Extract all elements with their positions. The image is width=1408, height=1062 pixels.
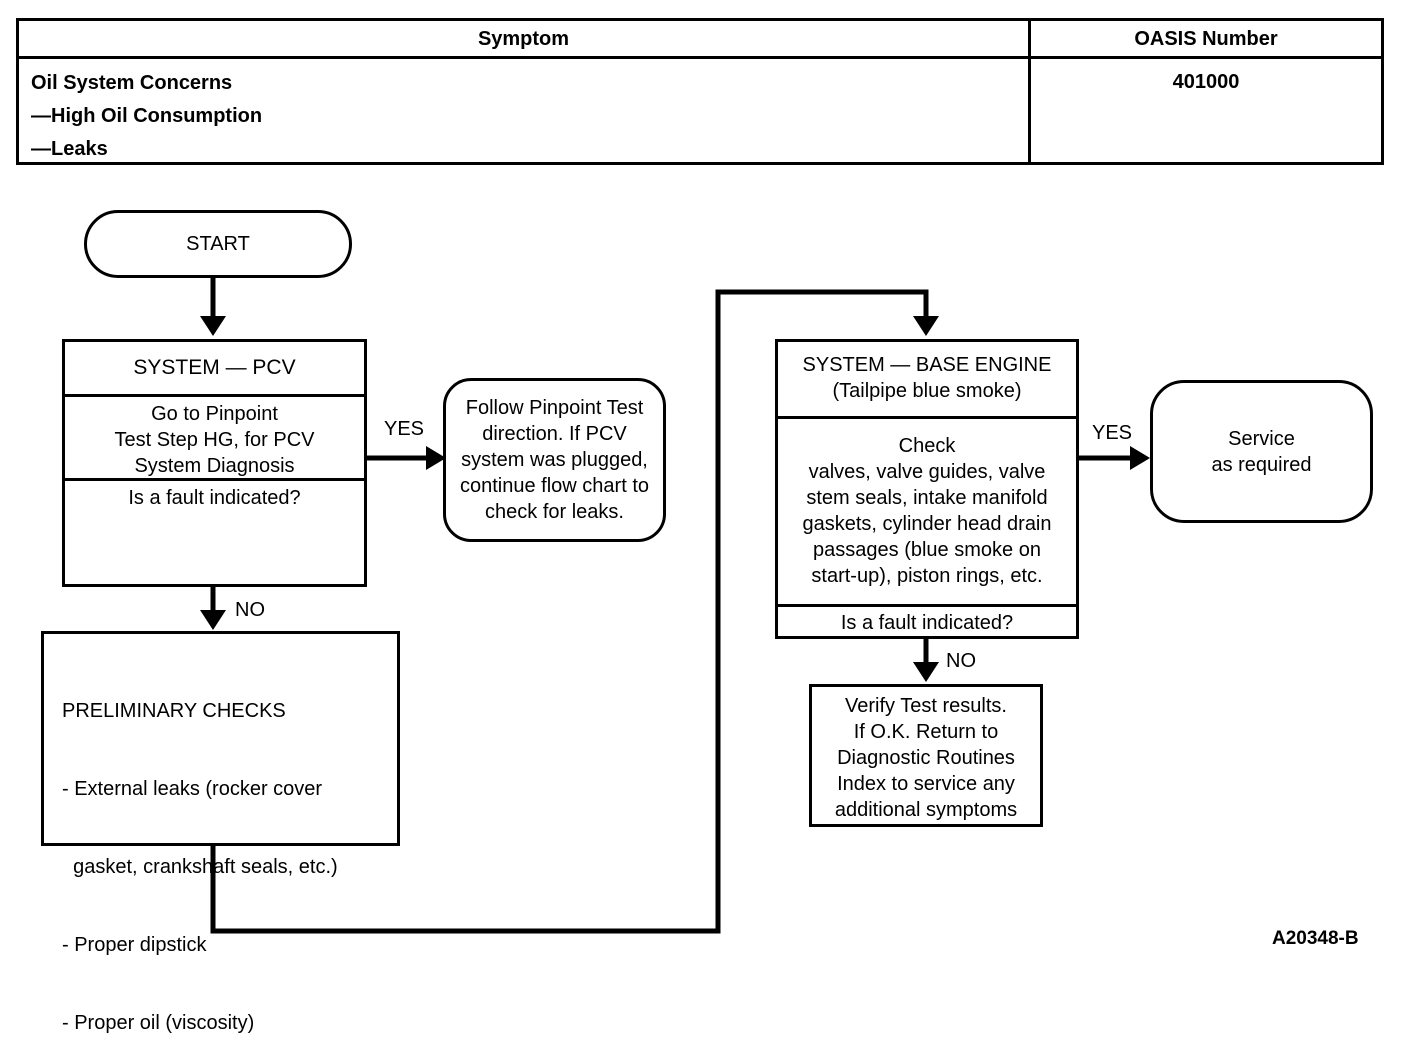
verify-line: Index to service any — [837, 773, 1015, 795]
prelim-item: - External leaks (rocker cover — [62, 778, 323, 800]
symptom-cell: Oil System Concerns —High Oil Consumptio… — [19, 59, 1031, 162]
base-title: SYSTEM — BASE ENGINE — [802, 354, 1052, 376]
verify-box: Verify Test results. If O.K. Return to D… — [809, 684, 1043, 827]
base-question: Is a fault indicated? — [778, 604, 1076, 636]
symptom-line: —Leaks — [31, 138, 108, 160]
base-check-line: stem seals, intake manifold — [806, 487, 1048, 509]
base-check-line: gaskets, cylinder head drain — [802, 513, 1052, 535]
pcv-no-label: NO — [235, 599, 265, 621]
verify-line: If O.K. Return to — [853, 721, 999, 743]
pcv-yes-label: YES — [384, 418, 425, 440]
service-box: Service as required — [1150, 380, 1373, 523]
arrowhead — [200, 610, 226, 630]
verify-line: additional symptoms — [834, 799, 1018, 821]
pcv-action: Go to Pinpoint Test Step HG, for PCV Sys… — [65, 394, 364, 478]
figure-id: A20348-B — [1272, 928, 1359, 949]
base-subtitle: (Tailpipe blue smoke) — [832, 380, 1022, 402]
pcv-question: Is a fault indicated? — [65, 478, 364, 584]
preliminary-checks-box: PRELIMINARY CHECKS - External leaks (roc… — [41, 631, 400, 1034]
start-terminal: START — [84, 210, 352, 278]
arrowhead — [913, 316, 939, 336]
pcv-action-line: System Diagnosis — [134, 455, 295, 477]
pcv-follow-line: system was plugged, — [461, 449, 648, 471]
symptom-table: Symptom OASIS Number Oil System Concerns… — [16, 18, 1384, 165]
pcv-follow-line: direction. If PCV — [482, 423, 627, 445]
arrow-prelim-to-base — [210, 289, 929, 934]
pcv-follow-line: continue flow chart to — [460, 475, 649, 497]
prelim-item: gasket, crankshaft seals, etc.) — [62, 856, 338, 878]
flow-connectors — [200, 278, 1150, 934]
oasis-number-cell: 401000 — [1172, 71, 1240, 93]
prelim-item: - Proper dipstick — [62, 934, 207, 956]
arrowhead — [200, 316, 226, 336]
service-line: Service — [1228, 427, 1295, 450]
base-header: SYSTEM — BASE ENGINE (Tailpipe blue smok… — [778, 352, 1076, 418]
pcv-action-line: Go to Pinpoint — [151, 403, 278, 425]
arrowhead — [426, 446, 446, 470]
pcv-follow-line: Follow Pinpoint Test — [465, 397, 644, 419]
base-engine-box: SYSTEM — BASE ENGINE (Tailpipe blue smok… — [775, 339, 1079, 639]
pcv-follow-line: check for leaks. — [485, 501, 624, 523]
verify-line: Verify Test results. — [845, 695, 1007, 717]
arrowhead — [913, 662, 939, 682]
base-no-label: NO — [946, 650, 976, 672]
base-check-line: start-up), piston rings, etc. — [811, 565, 1043, 587]
start-label: START — [186, 233, 250, 255]
verify-line: Diagnostic Routines — [837, 747, 1015, 769]
base-yes-label: YES — [1092, 422, 1133, 444]
symptom-line: Oil System Concerns — [31, 72, 233, 94]
service-line: as required — [1211, 453, 1312, 476]
base-check-heading: Check — [898, 435, 956, 457]
symptom-line: —High Oil Consumption — [31, 105, 263, 127]
base-check: Check valves, valve guides, valve stem s… — [778, 416, 1076, 606]
pcv-follow-box: Follow Pinpoint Test direction. If PCV s… — [443, 378, 666, 542]
pcv-title: SYSTEM — PCV — [133, 356, 296, 379]
pcv-box: SYSTEM — PCV Go to Pinpoint Test Step HG… — [62, 339, 367, 587]
base-check-line: passages (blue smoke on — [813, 539, 1041, 561]
arrowhead — [1130, 446, 1150, 470]
symptom-header: Symptom — [19, 21, 1031, 59]
prelim-item: - Proper oil (viscosity) — [62, 1012, 255, 1034]
prelim-title: PRELIMINARY CHECKS — [62, 700, 286, 722]
oasis-number-header: OASIS Number — [1031, 21, 1381, 59]
base-check-line: valves, valve guides, valve — [808, 461, 1046, 483]
pcv-action-line: Test Step HG, for PCV — [114, 429, 315, 451]
